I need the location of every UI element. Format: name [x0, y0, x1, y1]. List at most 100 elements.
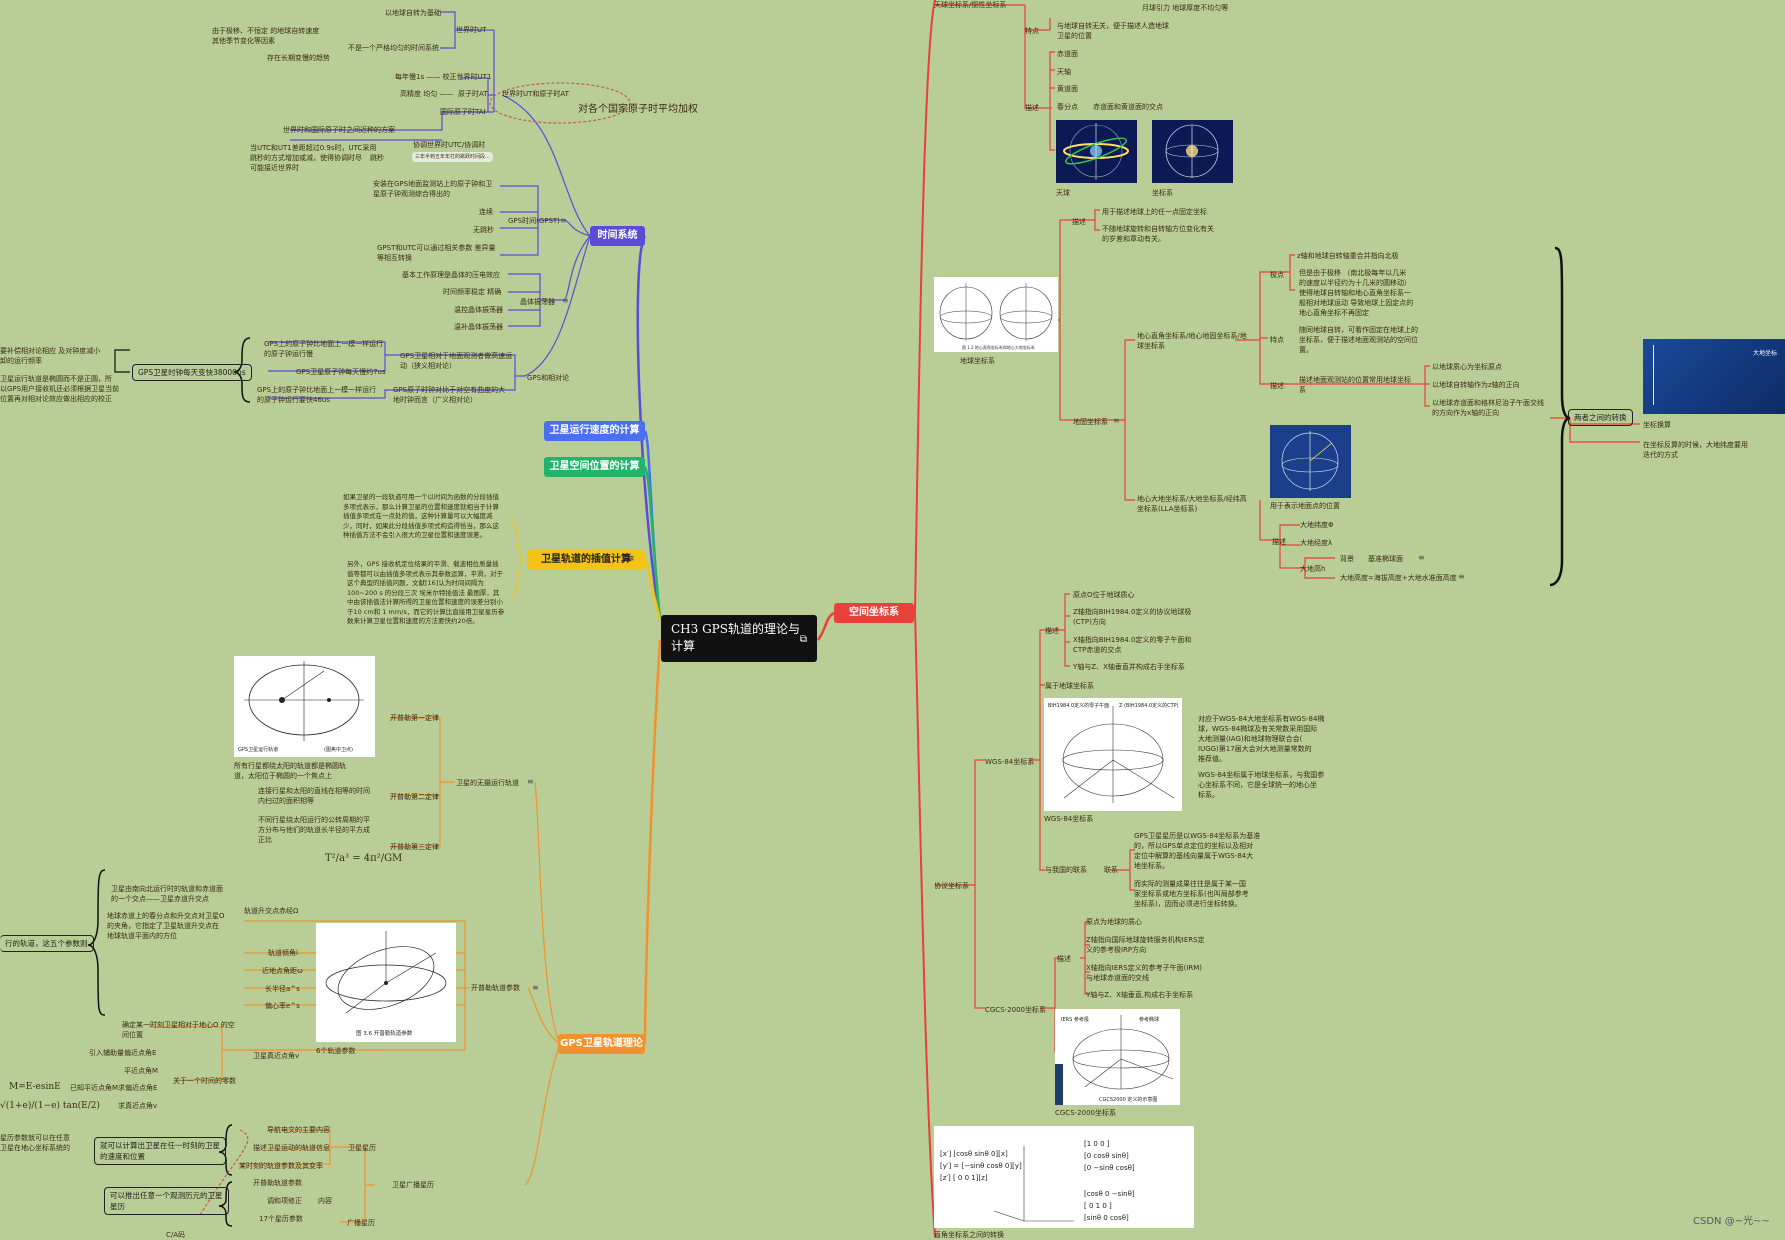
formula-title: 大地坐标: [1753, 350, 1778, 357]
vernal-t: 赤道面和黄道面的交点: [1093, 103, 1163, 111]
note-icon[interactable]: ≡: [562, 296, 569, 305]
eq: 赤道面: [1057, 50, 1078, 58]
note-icon[interactable]: ≡: [627, 554, 635, 564]
gpst-d2: 等相互转换: [377, 254, 412, 262]
celestial[interactable]: 天球坐标系/惯性坐标系: [934, 1, 1007, 9]
cgcs[interactable]: CGCS-2000坐标系: [985, 1006, 1046, 1014]
central-title-line2: 计算: [671, 639, 696, 653]
rel-summary-box[interactable]: GPS卫星时钟每天变快38000ns: [132, 364, 252, 381]
truean-a1: 确定某一时刻卫星相对于地心O 的空: [122, 1021, 235, 1029]
earth-coordinate-figure: 图 1.2 地心直角坐标系和地心大地坐标系: [934, 277, 1058, 352]
aux: 引入辅助量偏近点角E: [89, 1049, 157, 1057]
ecc[interactable]: 偏心率e^s: [265, 1002, 300, 1010]
orbit-params-box[interactable]: 行的轨道，这五个参数则: [0, 935, 94, 952]
rel-a2: 的原子钟运行慢: [264, 350, 313, 358]
omega-b3: 地球轨道平面内的方位: [107, 932, 177, 940]
note-icon[interactable]: ≡: [527, 777, 534, 786]
omega[interactable]: 轨道升交点赤经Ω: [244, 907, 299, 915]
six: 6个轨道参数: [316, 1047, 356, 1055]
wgs-b1: Z轴指向BIH1984.0定义的协议地球极: [1073, 608, 1192, 616]
kepler-params-figure: 图 3.6 开普勒轨道参数: [316, 923, 456, 1042]
rel[interactable]: GPS和相对论: [527, 374, 570, 382]
desc: 描述: [1025, 104, 1039, 112]
lla-sphere-figure: [1270, 425, 1351, 498]
k3-t2: 方分布与他们的轨道长半径的平方成: [258, 826, 370, 834]
kepler-equation: M=E-esinE: [9, 1082, 61, 1092]
pt: 极点: [1270, 271, 1284, 279]
k3[interactable]: 开普勒第三定律: [390, 843, 439, 851]
protocol[interactable]: 协议坐标系: [934, 882, 969, 890]
svg-text:GPS卫星运行轨道: GPS卫星运行轨道: [238, 746, 278, 753]
note-icon[interactable]: ≡: [1418, 553, 1425, 562]
perigee[interactable]: 近地点角距ω: [262, 967, 303, 975]
utc[interactable]: 协调世界时UTC/协调时: [413, 141, 486, 149]
img-cap2: 坐标系: [1152, 189, 1173, 197]
feat2: 特点: [1270, 336, 1284, 344]
topic-orbit-interpolation[interactable]: 卫星轨道的插值计算: [527, 550, 645, 570]
topic-time-system[interactable]: 时间系统: [590, 226, 645, 246]
wgs-d: Y轴与Z、X轴垂直并构成右手坐标系: [1073, 663, 1185, 671]
k2[interactable]: 开普勒第二定律: [390, 793, 439, 801]
truean-a2: 间位置: [122, 1031, 143, 1039]
topic-satellite-speed[interactable]: 卫星运行速度的计算: [544, 421, 645, 441]
k1[interactable]: 开普勒第一定律: [390, 714, 439, 722]
cont-result-box[interactable]: 可以推出任意一个观测历元的卫星 星历: [104, 1187, 229, 1215]
leap-note[interactable]: 三年半到五年年打的跳跃时间段...: [412, 152, 493, 162]
semimajor[interactable]: 长半径a^s: [265, 985, 300, 993]
gpst-c: 无跳秒: [473, 226, 494, 234]
note-icon[interactable]: ≡: [1113, 416, 1120, 425]
svg-text:CGCS2000 定义的示意图: CGCS2000 定义的示意图: [1099, 1096, 1157, 1103]
gpst-a1: 安装在GPS地面监测站上的原子钟和卫: [373, 180, 493, 188]
note-icon[interactable]: ≡: [532, 983, 539, 992]
gpst[interactable]: GPS时间(GPST): [508, 217, 560, 225]
rel-a4: 地坐标系。: [1134, 862, 1169, 870]
k1-caption-2: 道，太阳位于椭圆的一个焦点上: [234, 772, 332, 780]
incl[interactable]: 轨道倾角i: [268, 949, 298, 957]
svg-text:Z (BIH1984.0定义的CTP): Z (BIH1984.0定义的CTP): [1119, 702, 1179, 709]
ut-a: 以地球自转为基础: [385, 9, 441, 17]
note-icon[interactable]: ≡: [560, 216, 567, 225]
topic-gps-orbit-theory[interactable]: GPS卫星轨道理论: [558, 1034, 645, 1054]
geocentric[interactable]: 地固坐标系: [1073, 418, 1108, 426]
content: 内容: [318, 1197, 332, 1205]
kepler[interactable]: 卫星的无摄运行轨道: [456, 779, 519, 787]
eph-result-box[interactable]: 就可以计算出卫星在任一时刻的卫星 的速度和位置: [94, 1137, 226, 1165]
cgcs2000-figure: IERS 参考极 参考椭球 CGCS2000 定义的示意图: [1055, 1009, 1180, 1105]
desc2-t2: 系: [1299, 386, 1306, 394]
vernal: 春分点: [1057, 103, 1078, 111]
leap: 跳秒: [370, 154, 384, 162]
eph[interactable]: 卫星星历: [348, 1144, 376, 1152]
central-topic[interactable]: CH3 GPS轨道的理论与 计算 ⧉: [661, 615, 817, 662]
topic-satellite-position[interactable]: 卫星空间位置的计算: [544, 457, 645, 477]
bcast[interactable]: 卫星广播星历: [392, 1181, 434, 1189]
topic-space-coordinates[interactable]: 空间坐标系: [834, 603, 914, 623]
k3-t3: 正比: [258, 836, 272, 844]
rel-a1: GPS卫星星历是以WGS-84坐标系为基准: [1134, 832, 1261, 840]
wgs[interactable]: WGS-84坐标系: [985, 758, 1035, 766]
wgs-r5: 推荐值。: [1198, 755, 1226, 763]
ut[interactable]: 世界时UT: [456, 26, 487, 34]
ut-c: 存在长期变慢的趋势: [267, 54, 330, 62]
truean[interactable]: 卫星真近点角v: [253, 1052, 300, 1060]
tan: 求真近点角v: [118, 1102, 158, 1110]
ecef1: 地心直角坐标系/地心地固坐标系/地: [1137, 332, 1247, 340]
central-title-line1: CH3 GPS轨道的理论与: [671, 622, 800, 636]
feature: 特点: [1025, 27, 1039, 35]
params[interactable]: 开普勒轨道参数: [471, 984, 520, 992]
crystal-a: 基本工作原理是晶体的压电效应: [402, 271, 500, 279]
utc-b3: 可能接近世界时: [250, 164, 299, 172]
wgs-b2: (CTP)方向: [1073, 618, 1106, 626]
gpst-b: 连续: [479, 208, 493, 216]
link-icon[interactable]: ⧉: [799, 634, 807, 645]
note-icon[interactable]: ≡: [1458, 572, 1465, 581]
feature-t1: 与地球自转无关，便于描述人造地球: [1057, 22, 1169, 30]
tai: 国际原子时TAI: [440, 108, 486, 116]
lla-img: 用于表示地面点的位置: [1270, 502, 1340, 510]
crystal[interactable]: 晶体振荡器: [520, 298, 555, 306]
convert-box[interactable]: 两者之间的转换: [1568, 409, 1633, 426]
rel-left3: 卫星运行轨道是椭圆而不是正圆，所: [0, 375, 112, 383]
svg-text:[x′] [cosθ sinθ 0][x]: [x′] [cosθ sinθ 0][x]: [940, 1150, 1008, 1158]
ut-at[interactable]: 世界时UT和原子时AT: [502, 90, 569, 98]
omega-b2: 的夹角，它指定了卫星轨道升交点在: [107, 922, 219, 930]
wgs-r1: 对应于WGS-84大地坐标系有WGS-84椭: [1198, 715, 1325, 723]
